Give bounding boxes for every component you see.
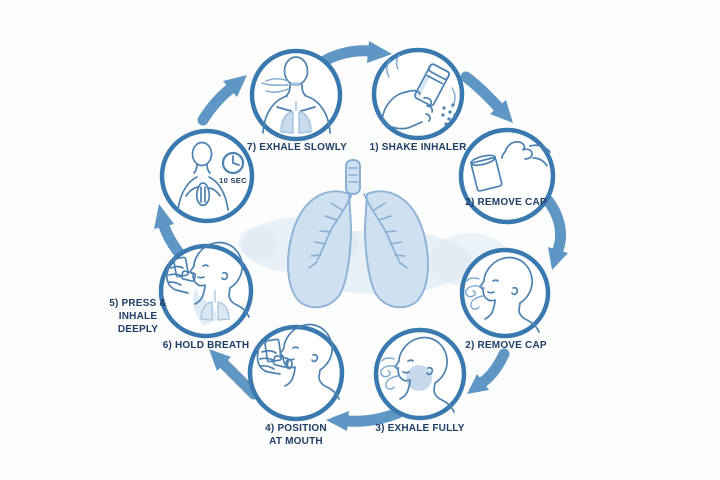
remove-cap-label: 2) REMOVE CAP — [465, 197, 547, 208]
position-at-mouth-label-line1: 4) POSITION — [265, 423, 327, 434]
step-hold-breath: 6) HOLD BREATH 5) PRESS & INHALE DEEPLY — [109, 241, 254, 351]
step-ten-seconds: 10 SEC — [159, 128, 255, 224]
remove-cap-icon — [470, 141, 551, 192]
remove-cap-circle — [458, 127, 556, 225]
step-shake-inhaler: 1) SHAKE INHALER — [369, 47, 467, 153]
press-and-inhale-line1: 5) PRESS & — [109, 298, 167, 309]
position-at-mouth-icon — [256, 323, 340, 400]
position-at-mouth-circle — [247, 324, 345, 422]
step-exhale-slowly: 7) EXHALE SLOWLY — [247, 48, 347, 153]
lungs-illustration — [287, 159, 429, 309]
spray-dots — [441, 103, 457, 126]
arrow-remove-cap-to-exhale-head — [540, 192, 568, 270]
press-and-inhale-label: 5) PRESS & INHALE DEEPLY — [109, 298, 167, 335]
shake-inhaler-icon — [381, 54, 457, 130]
exhale-slowly-icon — [261, 56, 331, 134]
step-exhale-fully: 3) EXHALE FULLY — [373, 327, 467, 434]
step-exhale-head: 2) REMOVE CAP — [459, 247, 551, 351]
position-at-mouth-label-line2: AT MOUTH — [269, 436, 323, 447]
hold-breath-label: 6) HOLD BREATH — [163, 340, 250, 351]
arrow-exhale-head-to-exhale-fully — [467, 348, 510, 394]
arrow-exhale-slowly-to-shake — [320, 41, 392, 66]
trachea-rings — [348, 167, 358, 183]
arrow-exhale-fully-to-position — [326, 407, 404, 431]
ten-seconds-label: 10 SEC — [219, 176, 247, 185]
step-position-at-mouth: 4) POSITION AT MOUTH — [247, 323, 345, 447]
ten-seconds-icon: 10 SEC — [177, 141, 247, 211]
press-and-inhale-line3: DEEPLY — [118, 324, 158, 335]
arrow-shake-to-remove-cap — [460, 71, 513, 123]
bronchial-tree — [308, 193, 408, 269]
arrow-position-to-hold-breath — [209, 349, 260, 400]
arrow-ten-seconds-to-exhale-slowly — [197, 75, 247, 126]
trachea — [345, 159, 361, 195]
cycle-arrows — [154, 41, 568, 431]
step-remove-cap: 2) REMOVE CAP — [458, 127, 556, 225]
shake-inhaler-label: 1) SHAKE INHALER — [369, 142, 467, 153]
exhale-head-circle — [459, 247, 551, 339]
exhale-fully-label: 3) EXHALE FULLY — [375, 423, 464, 434]
exhale-slowly-label: 7) EXHALE SLOWLY — [247, 142, 347, 153]
cheek-highlight — [406, 365, 432, 391]
exhale-fully-icon — [380, 336, 455, 413]
exhale-head-label: 2) REMOVE CAP — [465, 340, 547, 351]
exhale-slowly-circle — [249, 48, 343, 142]
right-lung — [363, 190, 429, 309]
hold-breath-icon — [166, 241, 250, 326]
clock-icon — [221, 151, 245, 175]
clasped-hands — [195, 182, 211, 207]
inhaler-mouthpiece — [180, 270, 197, 283]
press-and-inhale-line2: INHALE — [119, 311, 158, 322]
left-lung — [287, 190, 353, 309]
